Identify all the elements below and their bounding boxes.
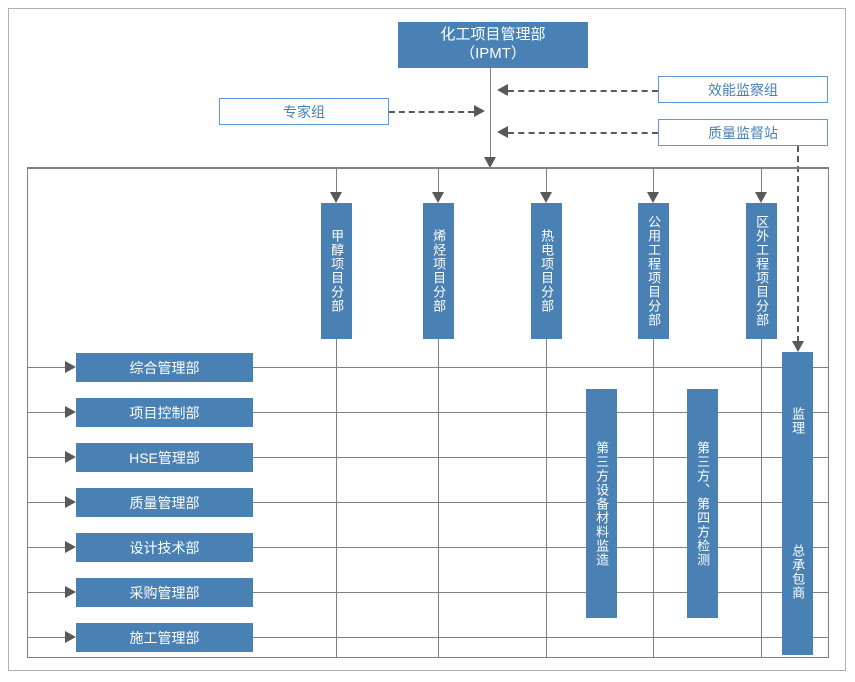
quality-supervision-connector	[508, 132, 658, 134]
offsite-engineering-drop-line	[761, 167, 762, 193]
quality-supervision-to-contractor-arrowhead-icon	[792, 341, 804, 352]
supervision-and-contractor-column-box[interactable]: 监理 总承包商	[782, 352, 813, 655]
project-dept-olefin-box[interactable]: 烯烃项目分部	[423, 203, 454, 339]
quality-management-arrowhead-icon	[65, 496, 76, 508]
design-technology-arrowhead-icon	[65, 541, 76, 553]
project-dept-offsite-engineering-label: 区外工程项目分部	[754, 215, 770, 327]
project-dept-olefin-label: 烯烃项目分部	[431, 229, 447, 313]
func-dept-design-technology-label: 设计技术部	[129, 539, 200, 556]
utility-engineering-arrowhead-icon	[647, 192, 659, 203]
procurement-management-row-line	[253, 592, 829, 593]
func-dept-project-control-box[interactable]: 项目控制部	[76, 398, 253, 427]
efficiency-inspection-group-label: 效能监察组	[708, 81, 778, 98]
func-dept-hse-management-label: HSE管理部	[129, 449, 200, 466]
bottom-frame-edge	[27, 657, 829, 658]
func-dept-construction-management-box[interactable]: 施工管理部	[76, 623, 253, 652]
construction-management-feed-line	[27, 637, 69, 638]
project-dept-utility-engineering-box[interactable]: 公用工程项目分部	[638, 203, 669, 339]
func-dept-quality-management-box[interactable]: 质量管理部	[76, 488, 253, 517]
project-dept-thermal-power-box[interactable]: 热电项目分部	[531, 203, 562, 339]
construction-management-arrowhead-icon	[65, 631, 76, 643]
ipmt-root-box[interactable]: 化工项目管理部 （IPMT）	[398, 22, 588, 68]
func-dept-general-management-label: 综合管理部	[129, 359, 200, 376]
methanol-arrowhead-icon	[330, 192, 342, 203]
efficiency-inspection-connector	[508, 90, 658, 92]
general-management-arrowhead-icon	[65, 361, 76, 373]
project-dept-methanol-label: 甲醇项目分部	[329, 229, 345, 313]
design-technology-feed-line	[27, 547, 69, 548]
design-technology-row-line	[253, 547, 829, 548]
ipmt-line-1: 化工项目管理部	[440, 26, 546, 44]
methanol-column-line	[336, 339, 337, 657]
quality-supervision-station-box[interactable]: 质量监督站	[658, 119, 828, 146]
quality-management-feed-line	[27, 502, 69, 503]
quality-supervision-station-label: 质量监督站	[708, 124, 778, 141]
expert-group-box[interactable]: 专家组	[219, 98, 389, 125]
olefin-drop-line	[438, 167, 439, 193]
thermal-power-arrowhead-icon	[540, 192, 552, 203]
project-dept-methanol-box[interactable]: 甲醇项目分部	[321, 203, 352, 339]
expert-group-label: 专家组	[283, 103, 325, 120]
project-dept-utility-engineering-label: 公用工程项目分部	[646, 215, 662, 327]
general-management-feed-line	[27, 367, 69, 368]
ipmt-line-2: （IPMT）	[460, 45, 526, 62]
func-dept-design-technology-box[interactable]: 设计技术部	[76, 533, 253, 562]
project-control-row-line	[253, 412, 829, 413]
supervision-label: 监理	[790, 406, 806, 435]
project-control-arrowhead-icon	[65, 406, 76, 418]
olefin-column-line	[438, 339, 439, 657]
func-dept-procurement-management-box[interactable]: 采购管理部	[76, 578, 253, 607]
top-distribution-bus	[27, 167, 829, 169]
offsite-engineering-column-line	[761, 339, 762, 657]
methanol-drop-line	[336, 167, 337, 193]
efficiency-inspection-arrowhead-icon	[497, 84, 508, 96]
project-dept-offsite-engineering-box[interactable]: 区外工程项目分部	[746, 203, 777, 339]
third-fourth-party-inspection-box[interactable]: 第三方、第四方检测	[687, 389, 718, 618]
utility-engineering-drop-line	[653, 167, 654, 193]
thermal-power-drop-line	[546, 167, 547, 193]
general-contractor-label: 总承包商	[790, 544, 806, 601]
utility-engineering-column-line	[653, 339, 654, 657]
hse-management-row-line	[253, 457, 829, 458]
procurement-management-feed-line	[27, 592, 69, 593]
func-dept-hse-management-box[interactable]: HSE管理部	[76, 443, 253, 472]
efficiency-inspection-group-box[interactable]: 效能监察组	[658, 76, 828, 103]
procurement-management-arrowhead-icon	[65, 586, 76, 598]
quality-supervision-arrowhead-icon	[497, 126, 508, 138]
func-dept-general-management-box[interactable]: 综合管理部	[76, 353, 253, 382]
hse-management-arrowhead-icon	[65, 451, 76, 463]
offsite-engineering-arrowhead-icon	[755, 192, 767, 203]
project-control-feed-line	[27, 412, 69, 413]
thermal-power-column-line	[546, 339, 547, 657]
func-dept-project-control-label: 项目控制部	[129, 404, 200, 421]
hse-management-feed-line	[27, 457, 69, 458]
func-dept-construction-management-label: 施工管理部	[129, 629, 200, 646]
func-dept-procurement-management-label: 采购管理部	[129, 584, 200, 601]
quality-management-row-line	[253, 502, 829, 503]
project-dept-thermal-power-label: 热电项目分部	[539, 229, 555, 313]
quality-supervision-to-contractor-line	[797, 146, 799, 342]
general-management-row-line	[253, 367, 829, 368]
page-frame	[8, 8, 846, 671]
ipmt-spine-line	[490, 68, 491, 158]
expert-group-arrowhead-icon	[474, 105, 485, 117]
construction-management-row-line	[253, 637, 829, 638]
third-fourth-party-inspection-label: 第三方、第四方检测	[695, 440, 711, 567]
expert-group-connector	[389, 111, 474, 113]
third-party-equipment-supervision-label: 第三方设备材料监造	[594, 440, 610, 567]
olefin-arrowhead-icon	[432, 192, 444, 203]
ipmt-spine-arrowhead-icon	[484, 157, 496, 168]
func-dept-quality-management-label: 质量管理部	[129, 494, 200, 511]
third-party-equipment-supervision-box[interactable]: 第三方设备材料监造	[586, 389, 617, 618]
